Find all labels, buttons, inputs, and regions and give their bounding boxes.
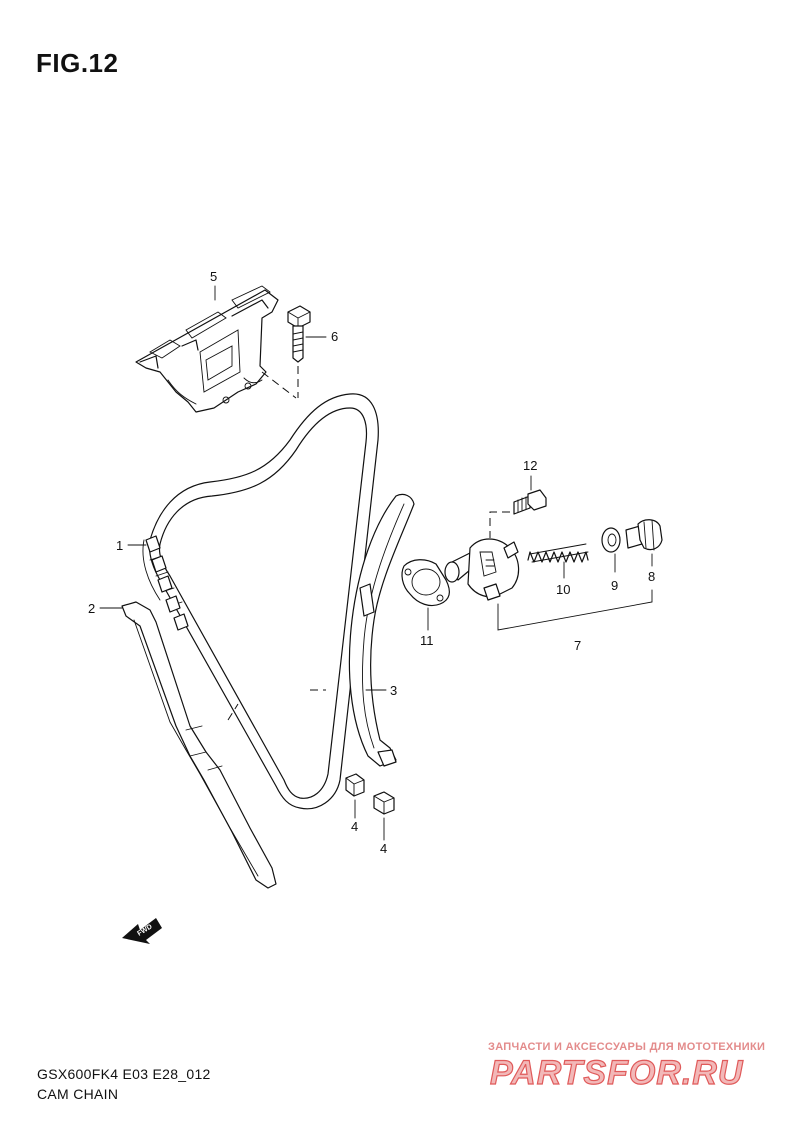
- watermark-tagline: ЗАПЧАСТИ И АКСЕССУАРЫ ДЛЯ МОТОТЕХНИКИ: [488, 1041, 766, 1053]
- callout-9: 9: [611, 578, 618, 593]
- callout-10: 10: [556, 582, 570, 597]
- callout-11: 11: [420, 633, 434, 648]
- figure-title: FIG.12: [36, 48, 119, 78]
- callout-2: 2: [88, 601, 95, 616]
- callout-12: 12: [523, 458, 537, 473]
- part-5-upper-chain-guide: [135, 285, 279, 413]
- part-9-washer: [601, 527, 621, 553]
- fwd-arrow-icon: FWD: [122, 918, 162, 944]
- callout-1: 1: [116, 538, 123, 553]
- part-4-guide-cushion: [345, 773, 395, 815]
- part-11-tensioner-gasket: [401, 559, 450, 607]
- callout-8: 8: [648, 569, 655, 584]
- part-3-tensioner-guide: [348, 493, 415, 767]
- part-1-cam-chain: [142, 393, 379, 810]
- callout-3: 3: [390, 683, 397, 698]
- part-10-tensioner-spring: [527, 543, 589, 563]
- diagram-model-code: GSX600FK4 E03 E28_012: [37, 1066, 211, 1082]
- part-7-chain-tensioner: [444, 538, 520, 601]
- callout-5: 5: [210, 269, 217, 284]
- callout-4a: 4: [351, 819, 358, 834]
- part-6-guide-bolt: [287, 305, 311, 363]
- part-12-tensioner-bolt: [513, 489, 547, 515]
- callout-4b: 4: [380, 841, 387, 856]
- diagram-caption: CAM CHAIN: [37, 1086, 119, 1102]
- callout-7: 7: [574, 638, 581, 653]
- part-8-tensioner-cap-bolt: [625, 519, 663, 551]
- svg-text:PARTSFOR.RU: PARTSFOR.RU: [490, 1054, 744, 1088]
- part-2-front-chain-guide: [121, 601, 277, 889]
- callout-6: 6: [331, 329, 338, 344]
- watermark-logo: PARTSFOR.RU: [489, 1054, 744, 1088]
